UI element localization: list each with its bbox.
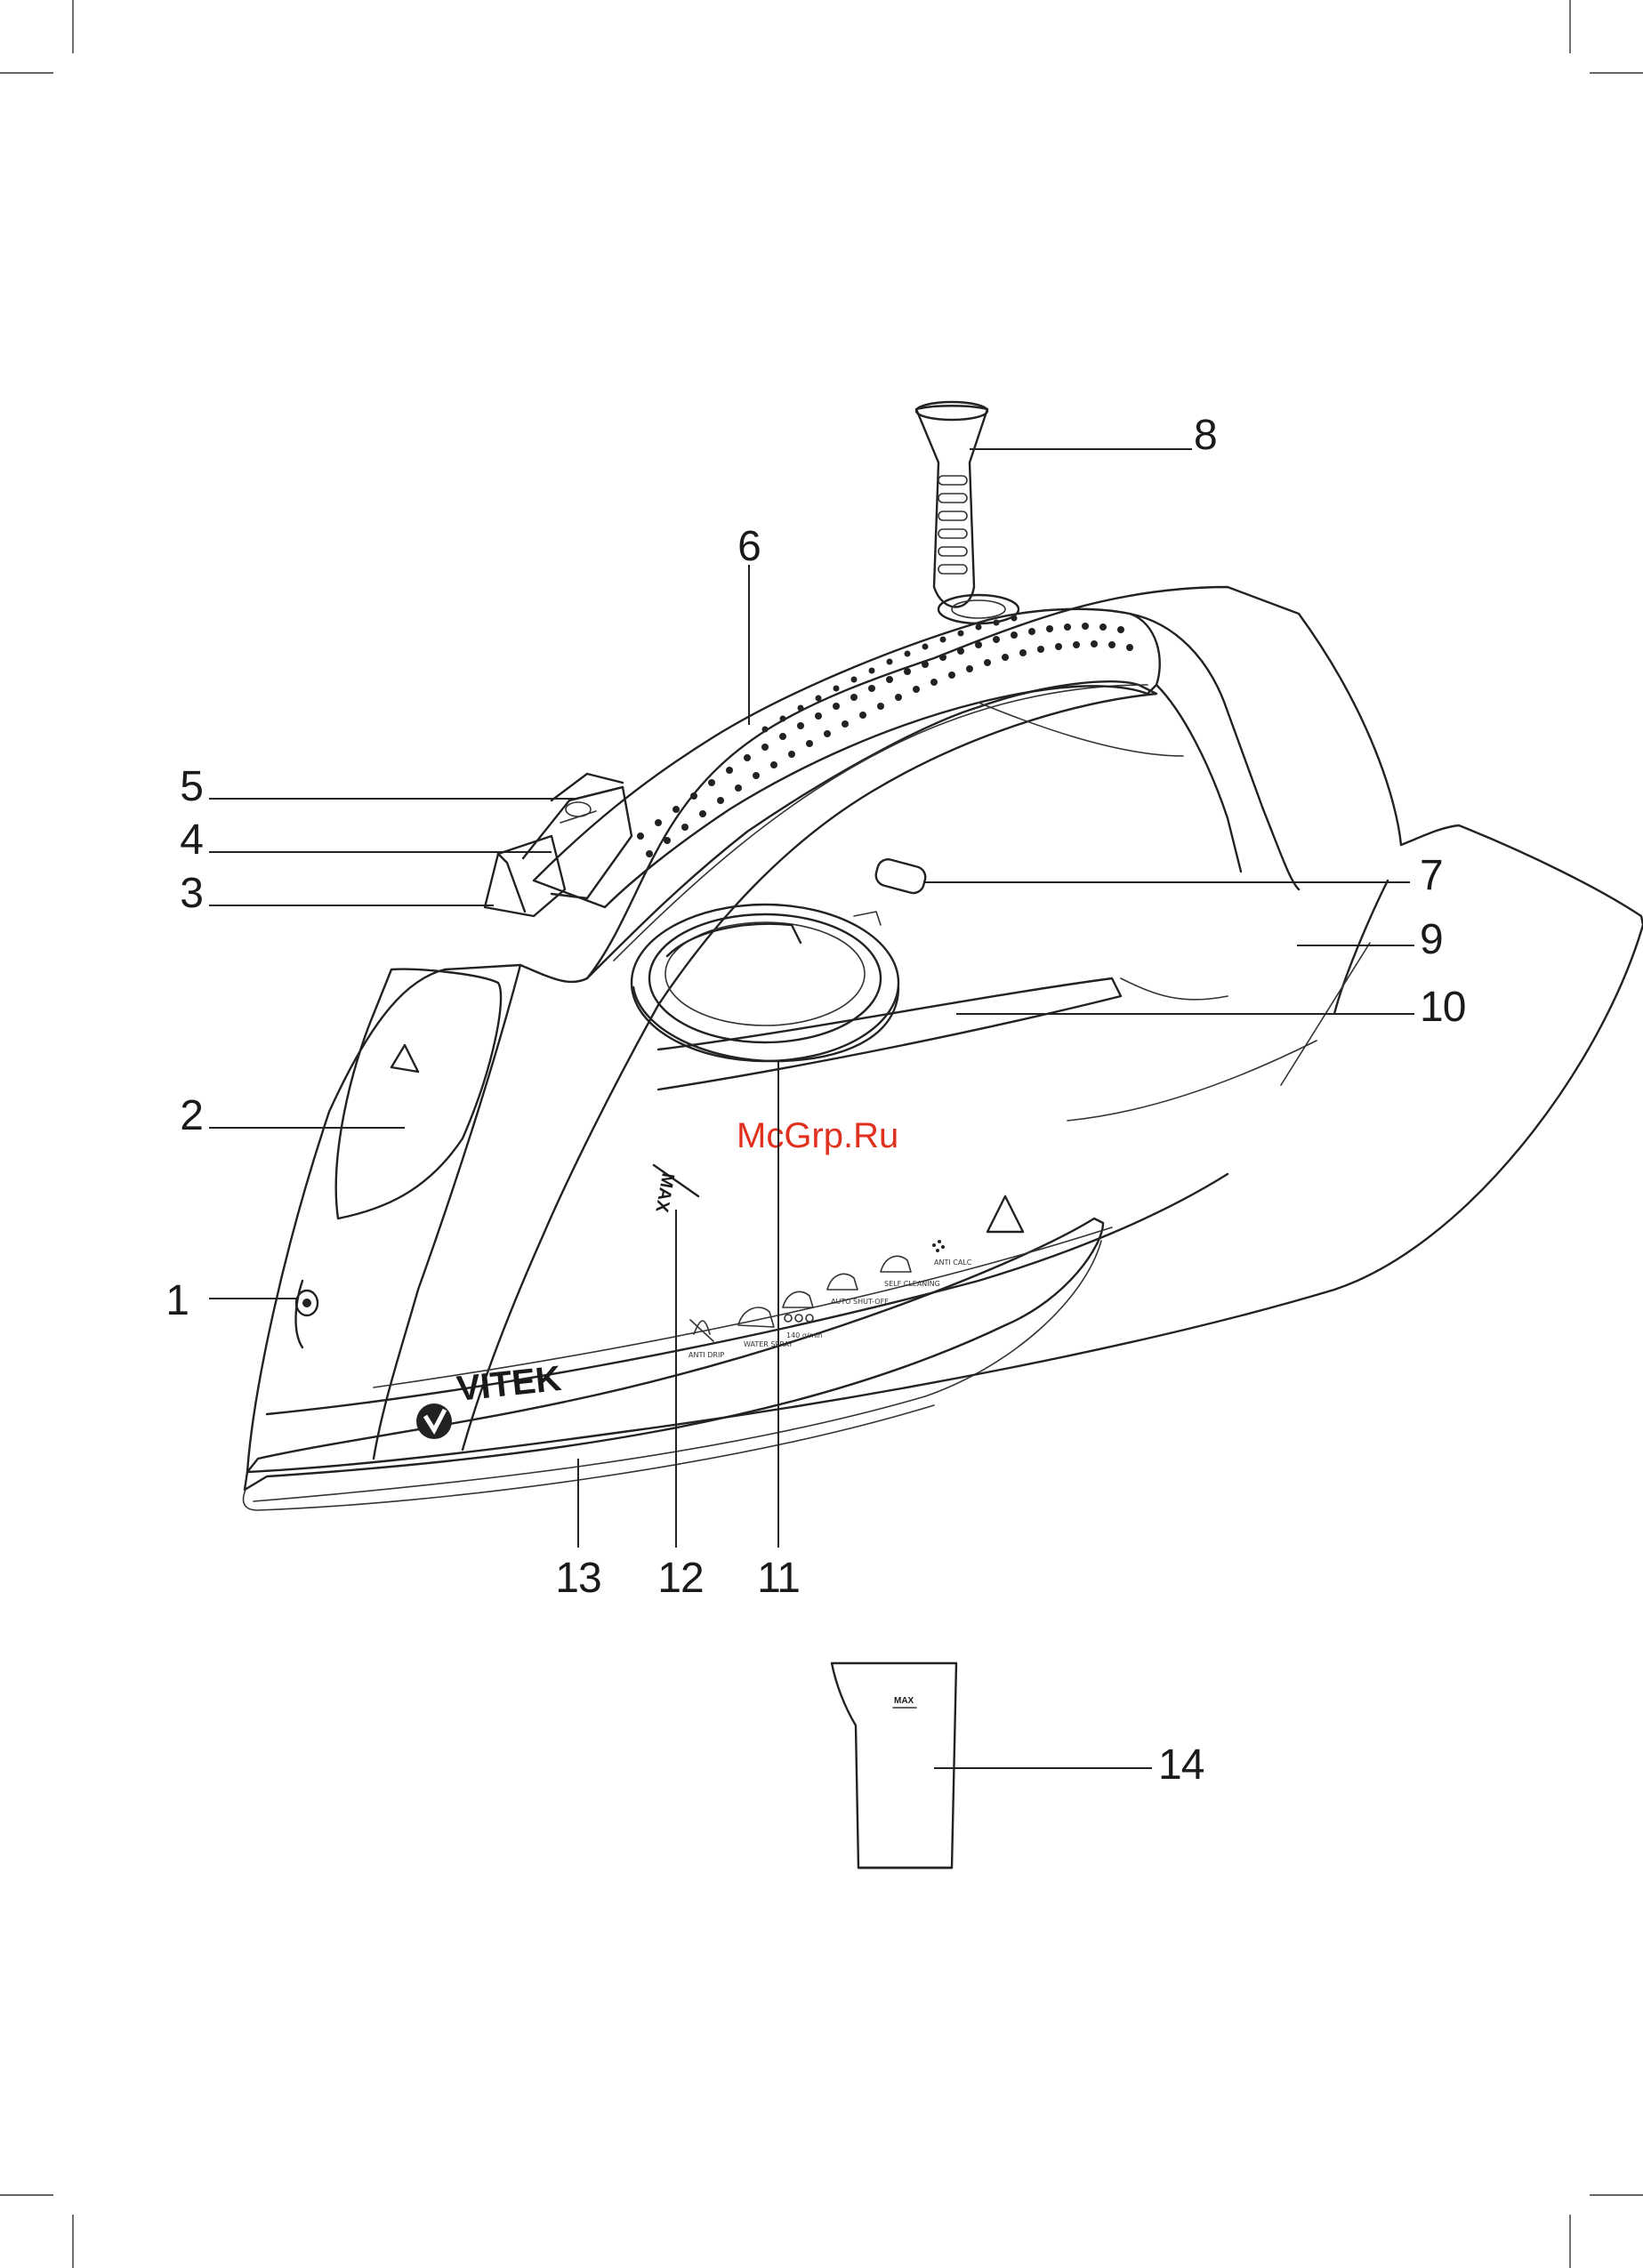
- callout-6: 6: [737, 523, 761, 570]
- brand-name: VITEK: [455, 1359, 563, 1409]
- brand-logo: VITEK: [416, 1359, 563, 1439]
- callout-8: 8: [1194, 412, 1217, 459]
- tank-max-mark: MAX: [651, 1165, 698, 1214]
- control-buttons: [485, 774, 632, 916]
- mode-label-anti-drip: ANTI DRIP: [689, 1351, 724, 1359]
- callout-1: 1: [165, 1277, 189, 1324]
- spray-nozzle: [296, 1281, 318, 1347]
- water-tank-window: [336, 969, 501, 1218]
- watermark: McGrp.Ru: [737, 1116, 898, 1155]
- callout-5: 5: [180, 763, 203, 810]
- cup-max-label: MAX: [894, 1696, 914, 1706]
- mode-label-self-cleaning: SELF CLEANING: [884, 1280, 940, 1288]
- callout-13: 13: [555, 1555, 600, 1602]
- steam-regulator: [874, 857, 928, 896]
- callout-3: 3: [180, 870, 203, 917]
- soleplate: [245, 1218, 1103, 1490]
- leader-lines: [209, 449, 1414, 1768]
- measuring-cup: MAX: [832, 1663, 956, 1868]
- callout-7: 7: [1420, 852, 1443, 899]
- callout-4: 4: [180, 816, 203, 864]
- tank-max-label: MAX: [651, 1171, 677, 1214]
- callout-2: 2: [180, 1092, 203, 1139]
- mode-label-steam-rate: 140 g/min: [786, 1331, 823, 1339]
- cord-guard: [916, 402, 1019, 623]
- mode-label-auto-shut-off: AUTO SHUT-OFF: [831, 1298, 889, 1306]
- callout-11: 11: [757, 1555, 800, 1602]
- hot-surface-warning-icon: [987, 1196, 1023, 1232]
- mode-label-water-spray: WATER SPRAY: [744, 1340, 793, 1348]
- callout-10: 10: [1420, 984, 1465, 1031]
- callout-12: 12: [657, 1555, 703, 1602]
- callout-numbers: 1 2 3 4 5 6 7 8 9 10 11 12 13 14: [165, 412, 1465, 1789]
- temperature-dial: [632, 905, 898, 1061]
- handle-grip: [534, 609, 1160, 907]
- callout-14: 14: [1158, 1741, 1204, 1789]
- callout-9: 9: [1420, 916, 1443, 963]
- mode-label-anti-calc: ANTI CALC: [934, 1259, 972, 1267]
